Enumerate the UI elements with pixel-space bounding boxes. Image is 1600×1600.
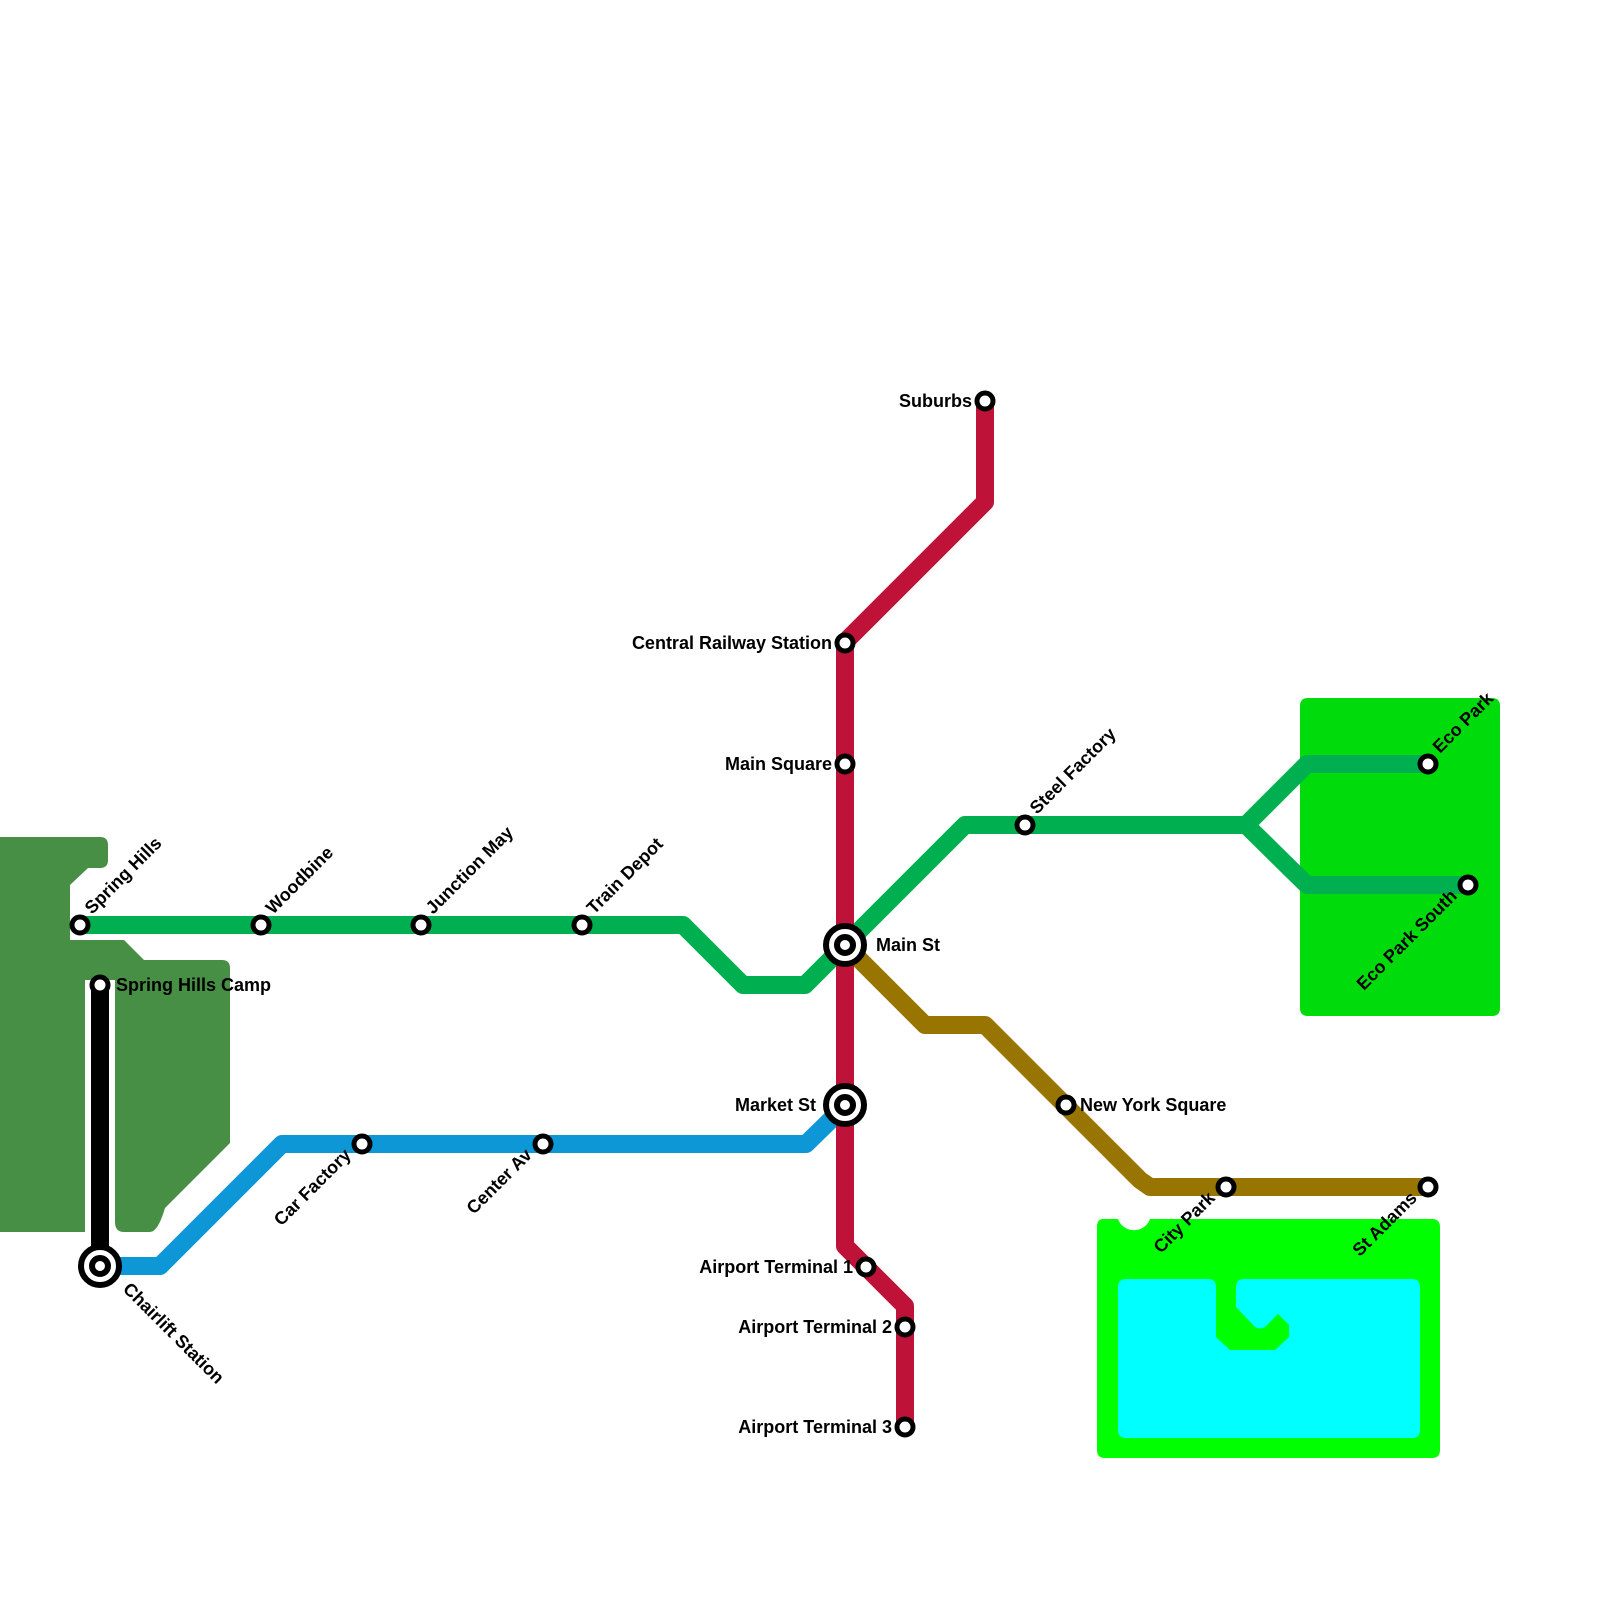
stations-layer <box>69 390 1479 1438</box>
label-spring-hills-camp: Spring Hills Camp <box>116 975 271 995</box>
station-main-square[interactable] <box>834 753 856 775</box>
station-suburbs[interactable] <box>974 390 996 412</box>
station-city-park[interactable] <box>1215 1176 1237 1198</box>
station-center-av[interactable] <box>532 1133 554 1155</box>
label-train-depot: Train Depot <box>583 834 667 918</box>
label-airport-terminal-2: Airport Terminal 2 <box>738 1317 892 1337</box>
green-line-branch-eco-park-south[interactable] <box>1239 818 1468 894</box>
green-line-branch-eco-park[interactable] <box>1239 755 1428 832</box>
blue-line[interactable] <box>100 1099 852 1275</box>
label-central-railway-station: Central Railway Station <box>632 633 832 653</box>
interchange-main-st[interactable] <box>823 923 867 967</box>
station-airport-terminal-1[interactable] <box>855 1256 877 1278</box>
station-woodbine[interactable] <box>250 914 272 936</box>
interchange-chairlift-station[interactable] <box>78 1244 122 1288</box>
label-center-av: Center Av <box>462 1145 535 1218</box>
station-train-depot[interactable] <box>571 914 593 936</box>
city-park-lake <box>1118 1279 1420 1438</box>
station-new-york-square[interactable] <box>1055 1094 1077 1116</box>
label-woodbine: Woodbine <box>262 842 337 917</box>
label-airport-terminal-1: Airport Terminal 1 <box>699 1257 853 1277</box>
station-steel-factory[interactable] <box>1014 814 1036 836</box>
station-central-railway-station[interactable] <box>834 632 856 654</box>
station-spring-hills-camp[interactable] <box>89 974 111 996</box>
interchange-market-st[interactable] <box>823 1083 867 1127</box>
station-st-adams[interactable] <box>1417 1176 1439 1198</box>
station-airport-terminal-2[interactable] <box>894 1316 916 1338</box>
label-airport-terminal-3: Airport Terminal 3 <box>738 1417 892 1437</box>
label-new-york-square: New York Square <box>1080 1095 1226 1115</box>
forest-area <box>0 940 230 1232</box>
station-spring-hills[interactable] <box>69 914 91 936</box>
station-car-factory[interactable] <box>351 1133 373 1155</box>
station-junction-may[interactable] <box>410 914 432 936</box>
label-junction-may: Junction May <box>422 822 517 917</box>
station-eco-park[interactable] <box>1417 753 1439 775</box>
label-chairlift-station: Chairlift Station <box>119 1279 228 1388</box>
eco-park-area <box>1300 698 1500 1016</box>
station-eco-park-south[interactable] <box>1457 874 1479 896</box>
label-steel-factory: Steel Factory <box>1026 724 1120 818</box>
forest-area-west <box>0 837 108 940</box>
label-market-st: Market St <box>735 1095 816 1115</box>
label-car-factory: Car Factory <box>270 1145 355 1230</box>
parks-layer <box>0 698 1500 1458</box>
label-main-st: Main St <box>876 935 940 955</box>
station-airport-terminal-3[interactable] <box>894 1416 916 1438</box>
red-line[interactable] <box>836 401 994 1426</box>
label-suburbs: Suburbs <box>899 391 972 411</box>
label-main-square: Main Square <box>725 754 832 774</box>
